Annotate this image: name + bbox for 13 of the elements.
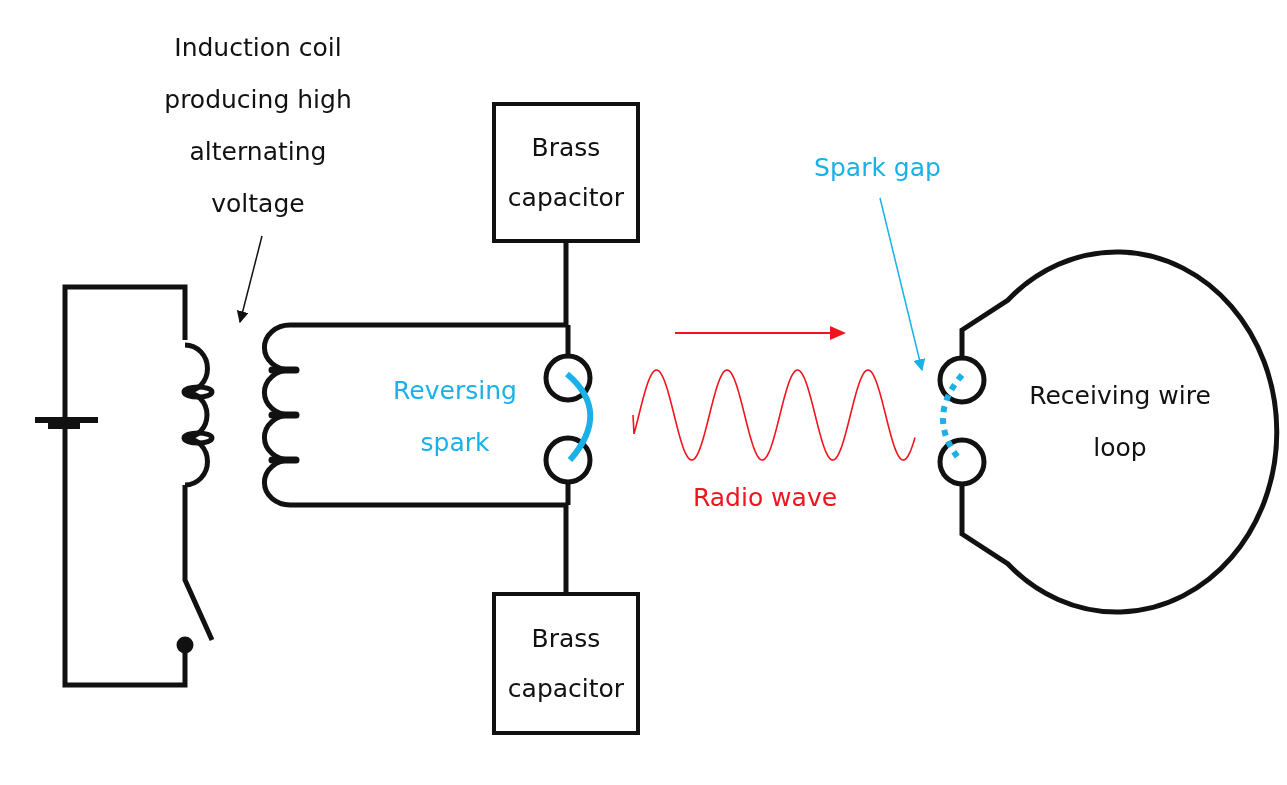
spark-label: Reversing spark <box>392 375 518 459</box>
capacitor-box <box>492 592 640 735</box>
capacitor-box <box>492 102 640 243</box>
annotation-text: Spark gap <box>790 142 965 194</box>
capacitor-label: Brass capacitor <box>506 622 626 705</box>
wire <box>300 243 569 328</box>
wire <box>300 502 569 592</box>
capacitor-label: Brass capacitor <box>506 131 626 214</box>
loop-label: Receiving wire loop <box>1028 380 1212 464</box>
leader-line <box>879 197 926 372</box>
leader-line <box>236 235 263 324</box>
wave-label: Radio wave <box>691 482 839 514</box>
annotation-text: Induction coil producing high alternating voltage <box>143 22 373 232</box>
